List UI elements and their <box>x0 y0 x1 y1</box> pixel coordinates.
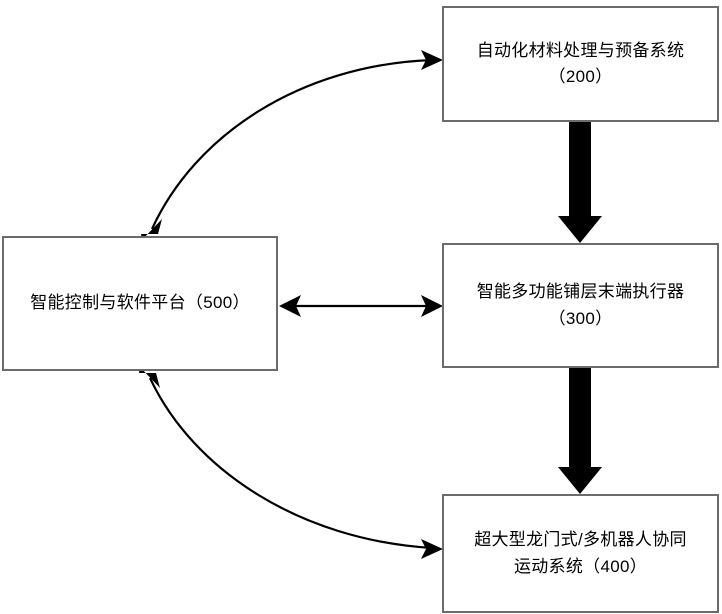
node-label-300: 智能多功能铺层末端执行器 （300） <box>476 282 685 328</box>
connector-500-400 <box>139 367 443 559</box>
connector-200-300 <box>558 122 602 243</box>
node-label-400: 超大型龙门式/多机器人协同 运动系统（400） <box>474 530 687 576</box>
node-box-500[interactable]: 智能控制与软件平台（500） <box>2 236 278 371</box>
node-box-400[interactable]: 超大型龙门式/多机器人协同 运动系统（400） <box>442 494 719 613</box>
arrow-head-into-300-left <box>421 295 443 317</box>
node-box-300[interactable]: 智能多功能铺层末端执行器 （300） <box>442 243 719 368</box>
node-box-200[interactable]: 自动化材料处理与预备系统 （200） <box>442 6 719 122</box>
arrow-head-into-400-left <box>421 539 443 559</box>
connector-500-300 <box>279 295 443 317</box>
arrow-head-into-500-right <box>279 295 301 317</box>
connector-300-400 <box>558 368 602 494</box>
node-label-200: 自动化材料处理与预备系统 （200） <box>476 40 685 86</box>
arrow-head-into-200-left <box>421 50 443 70</box>
connector-500-200 <box>141 50 443 240</box>
node-label-500: 智能控制与软件平台（500） <box>30 293 250 313</box>
